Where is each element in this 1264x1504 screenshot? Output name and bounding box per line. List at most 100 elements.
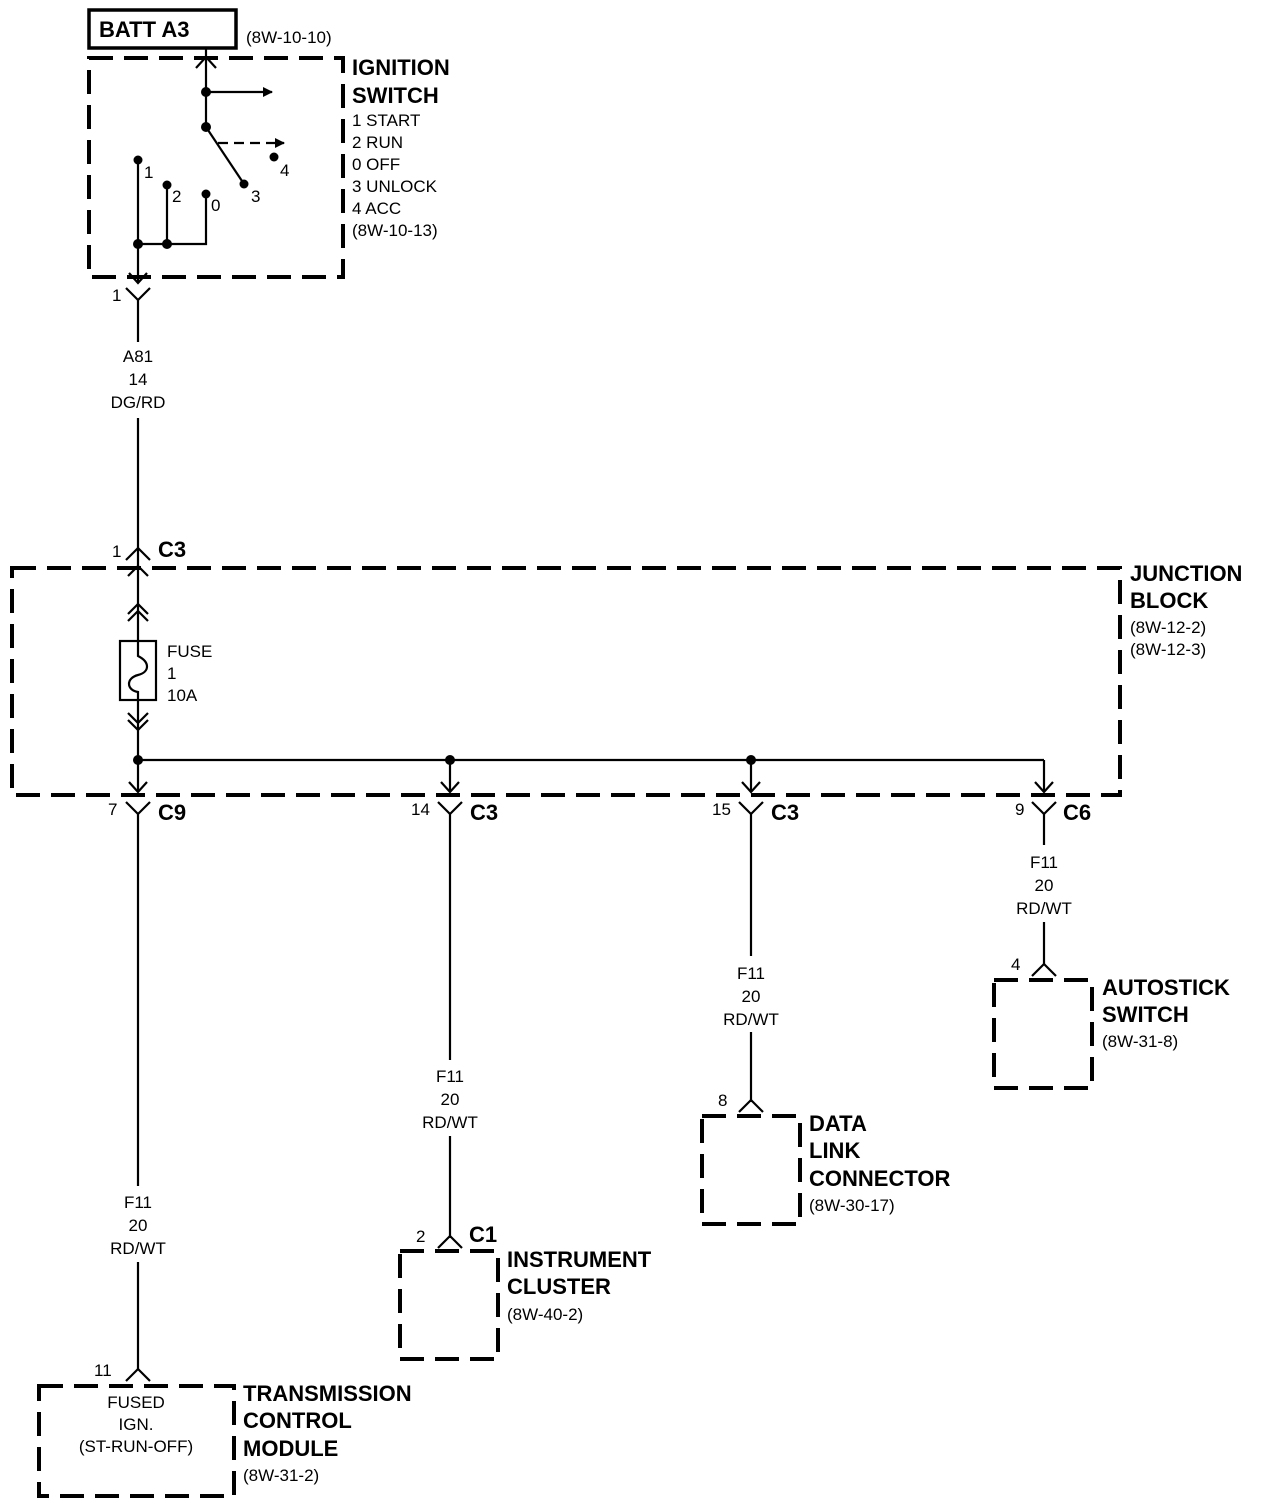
- wire-a81-circuit: A81: [123, 347, 153, 366]
- wire-a81-color: DG/RD: [111, 393, 166, 412]
- wire-cluster-color: RD/WT: [422, 1113, 478, 1132]
- jb-input-conn: C3: [158, 537, 186, 562]
- wire-dlc-color: RD/WT: [723, 1010, 779, 1029]
- batt-a3-source: BATT A3 (8W-10-10): [87, 8, 332, 50]
- ignition-ref: (8W-10-13): [352, 221, 438, 240]
- batt-box: [87, 8, 238, 50]
- autostick-title-2: SWITCH: [1102, 1002, 1189, 1027]
- fuse-1: FUSE 1 10A: [118, 639, 212, 705]
- dlc-title-3: CONNECTOR: [809, 1166, 950, 1191]
- cluster-conn: C1: [469, 1222, 497, 1247]
- data-link-connector: 8 DATA LINK CONNECTOR (8W-30-17): [700, 1091, 950, 1226]
- batt-label: BATT A3: [99, 17, 189, 42]
- autostick-pin: 4: [1011, 955, 1020, 974]
- ignition-title-2: SWITCH: [352, 83, 439, 108]
- fuse-rating: 10A: [167, 686, 198, 705]
- cluster-title-2: CLUSTER: [507, 1274, 611, 1299]
- fuse-element: [127, 641, 149, 700]
- cluster-box: [398, 1249, 500, 1361]
- cluster-title-1: INSTRUMENT: [507, 1247, 652, 1272]
- fuse-number: 1: [167, 664, 176, 683]
- jb-title-1: JUNCTION: [1130, 561, 1242, 586]
- jb-ref-2: (8W-12-3): [1130, 640, 1206, 659]
- wire-f11-autostick: F11 20 RD/WT: [1016, 814, 1072, 964]
- autostick-box: [992, 978, 1094, 1090]
- ignition-switch: 3 4 1 2 0 IGNITION SWITCH 1 START 2 RUN …: [87, 48, 450, 285]
- dlc-title-2: LINK: [809, 1138, 860, 1163]
- fuse-label: FUSE: [167, 642, 212, 661]
- jb-output-c3-15: 15 C3: [712, 800, 799, 825]
- jb-output-c9: 7 C9: [108, 800, 186, 825]
- jb-output-c3-14: 14 C3: [411, 800, 498, 825]
- wire-a81-gauge: 14: [129, 370, 148, 389]
- output-c3-15-pin: 15: [712, 800, 731, 819]
- ignition-output-arrow: [128, 272, 148, 285]
- jb-output-c6: 9 C6: [1015, 800, 1091, 825]
- contact-2-label: 2: [172, 187, 181, 206]
- jb-ref-1: (8W-12-2): [1130, 618, 1206, 637]
- ignition-position-off: 0 OFF: [352, 155, 400, 174]
- wire-f11-tcm: F11 20 RD/WT: [110, 814, 166, 1370]
- ignition-position-acc: 4 ACC: [352, 199, 401, 218]
- tcm-title-2: CONTROL: [243, 1408, 352, 1433]
- tcm-pin: 11: [94, 1361, 112, 1380]
- output-c9-conn: C9: [158, 800, 186, 825]
- dlc-ref: (8W-30-17): [809, 1196, 895, 1215]
- wire-dlc-circuit: F11: [737, 964, 765, 983]
- tcm-inner-3: (ST-RUN-OFF): [79, 1437, 193, 1456]
- ignition-pin-1-connector: 1: [112, 286, 151, 305]
- wire-cluster-gauge: 20: [441, 1090, 460, 1109]
- tcm-title-1: TRANSMISSION: [243, 1381, 412, 1406]
- jb-title-2: BLOCK: [1130, 588, 1208, 613]
- wire-cluster-circuit: F11: [436, 1067, 464, 1086]
- ignition-position-run: 2 RUN: [352, 133, 403, 152]
- tcm-inner-1: FUSED: [107, 1393, 165, 1412]
- junction-block-box: [10, 566, 1122, 797]
- instrument-cluster: 2 C1 INSTRUMENT CLUSTER (8W-40-2): [398, 1222, 652, 1361]
- tcm-inner-2: IGN.: [119, 1415, 154, 1434]
- ignition-position-unlock: 3 UNLOCK: [352, 177, 438, 196]
- cluster-pin: 2: [416, 1227, 425, 1246]
- dlc-title-1: DATA: [809, 1111, 867, 1136]
- tcm-box: [37, 1384, 236, 1498]
- ignition-pin-label: 1: [112, 286, 121, 305]
- ignition-position-start: 1 START: [352, 111, 420, 130]
- ignition-switch-box: [87, 56, 345, 279]
- ignition-feed-connector: [195, 55, 217, 69]
- contact-3-label: 3: [251, 187, 260, 206]
- wire-f11-dlc: F11 20 RD/WT: [723, 814, 779, 1102]
- tcm-ref: (8W-31-2): [243, 1466, 319, 1485]
- contact-4-label: 4: [280, 161, 289, 180]
- switch-blade: [205, 126, 243, 182]
- output-c6-pin: 9: [1015, 800, 1024, 819]
- contact-3-dot: [239, 179, 249, 189]
- wire-autostick-color: RD/WT: [1016, 899, 1072, 918]
- output-c3-15-conn: C3: [771, 800, 799, 825]
- wire-autostick-gauge: 20: [1035, 876, 1054, 895]
- cluster-ref: (8W-40-2): [507, 1305, 583, 1324]
- wire-autostick-circuit: F11: [1030, 853, 1058, 872]
- dlc-box: [700, 1114, 802, 1226]
- tcm-title-3: MODULE: [243, 1436, 338, 1461]
- wire-tcm-circuit: F11: [124, 1193, 152, 1212]
- wire-tcm-gauge: 20: [129, 1216, 148, 1235]
- ignition-title-1: IGNITION: [352, 55, 450, 80]
- junction-block: 1 C3 FUSE 1 10A JUNCTION BL: [10, 537, 1242, 797]
- wire-f11-cluster: F11 20 RD/WT: [422, 814, 478, 1238]
- wire-tcm-color: RD/WT: [110, 1239, 166, 1258]
- contact-0-label: 0: [211, 196, 220, 215]
- output-c3-14-pin: 14: [411, 800, 430, 819]
- jb-input-pin: 1: [112, 542, 121, 561]
- output-c6-conn: C6: [1063, 800, 1091, 825]
- wire-dlc-gauge: 20: [742, 987, 761, 1006]
- output-c9-pin: 7: [108, 800, 117, 819]
- autostick-switch: 4 AUTOSTICK SWITCH (8W-31-8): [992, 955, 1230, 1090]
- batt-ref: (8W-10-10): [246, 28, 332, 47]
- dlc-pin: 8: [718, 1091, 727, 1110]
- transmission-control-module: 11 FUSED IGN. (ST-RUN-OFF) TRANSMISSION …: [37, 1361, 412, 1498]
- output-c3-14-conn: C3: [470, 800, 498, 825]
- autostick-title-1: AUTOSTICK: [1102, 975, 1230, 1000]
- contact-1-label: 1: [144, 163, 153, 182]
- wire-a81: A81 14 DG/RD: [111, 300, 166, 548]
